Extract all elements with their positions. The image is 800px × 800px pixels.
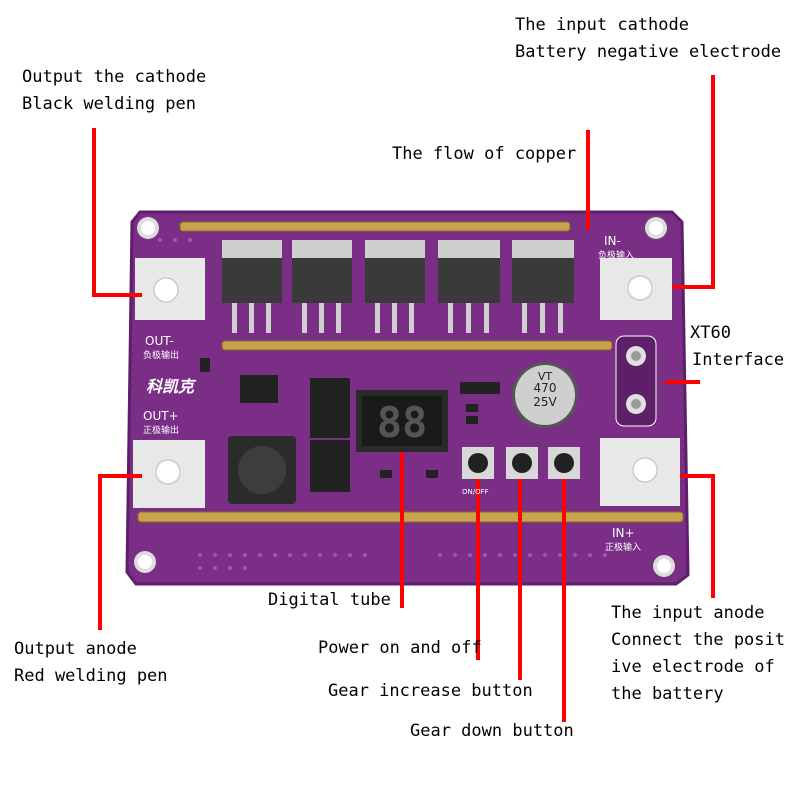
board-out-minus-cn: 负极输出 [143, 349, 179, 361]
label-power-onoff: Power on and off [318, 638, 482, 658]
label-gear-down: Gear down button [410, 721, 574, 741]
board-in-minus-label: IN- [604, 234, 621, 248]
ic-chip-1 [310, 378, 350, 438]
label-xt60: XT60 [690, 323, 731, 343]
board-out-minus-label: OUT- [145, 334, 174, 348]
board-out-plus-cn: 正极输出 [143, 424, 179, 436]
smd-components [200, 358, 500, 478]
pad-out-plus [133, 440, 205, 508]
label-red-pen: Red welding pen [14, 666, 168, 686]
pad-in-plus [600, 438, 680, 506]
buzzer-icon [228, 436, 296, 504]
label-ive-electrode: ive electrode of [611, 657, 775, 677]
pad-out-minus [135, 258, 205, 320]
capacitor-marking: 470 [534, 381, 557, 395]
board-in-minus-cn: 负极输入 [598, 249, 634, 261]
board-in-plus-label: IN+ [612, 526, 635, 540]
xt60-connector [615, 335, 657, 427]
board-out-plus-label: OUT+ [143, 409, 179, 423]
svg-text:88: 88 [377, 398, 428, 447]
copper-bar-bottom [137, 511, 684, 523]
annotation-lines [92, 75, 715, 722]
label-interface: Interface [692, 350, 785, 370]
label-output-cathode: Output the cathode [22, 67, 207, 87]
label-input-cathode: The input cathode [515, 15, 689, 35]
board-vias [158, 238, 607, 570]
label-black-pen: Black welding pen [22, 94, 196, 114]
ic-chip-small [240, 375, 278, 403]
button-row [462, 447, 580, 479]
board-in-plus-cn: 正极输入 [605, 541, 641, 553]
pad-in-minus [600, 258, 672, 320]
label-gear-increase: Gear increase button [328, 681, 533, 701]
copper-bar-top [179, 221, 571, 232]
capacitor-icon [512, 362, 578, 428]
board-brand-logo: 科凯克 [146, 377, 197, 396]
capacitor-voltage: 25V [533, 395, 557, 409]
label-output-anode: Output anode [14, 639, 137, 659]
label-battery-negative: Battery negative electrode [515, 42, 782, 62]
label-connect-posit: Connect the posit [611, 630, 785, 650]
onoff-silkscreen: ON/OFF [462, 488, 489, 496]
label-copper-flow: The flow of copper [392, 144, 577, 164]
capacitor-series: VT [538, 370, 553, 383]
copper-bar-middle [221, 340, 613, 351]
seven-segment-display-icon: 88 [356, 390, 448, 452]
label-the-battery: the battery [611, 684, 724, 704]
label-input-anode: The input anode [611, 603, 765, 623]
mounting-hole-icon [134, 217, 675, 577]
mosfet-row [222, 240, 574, 333]
ic-chip-2 [310, 440, 350, 492]
label-digital-tube: Digital tube [268, 590, 391, 610]
